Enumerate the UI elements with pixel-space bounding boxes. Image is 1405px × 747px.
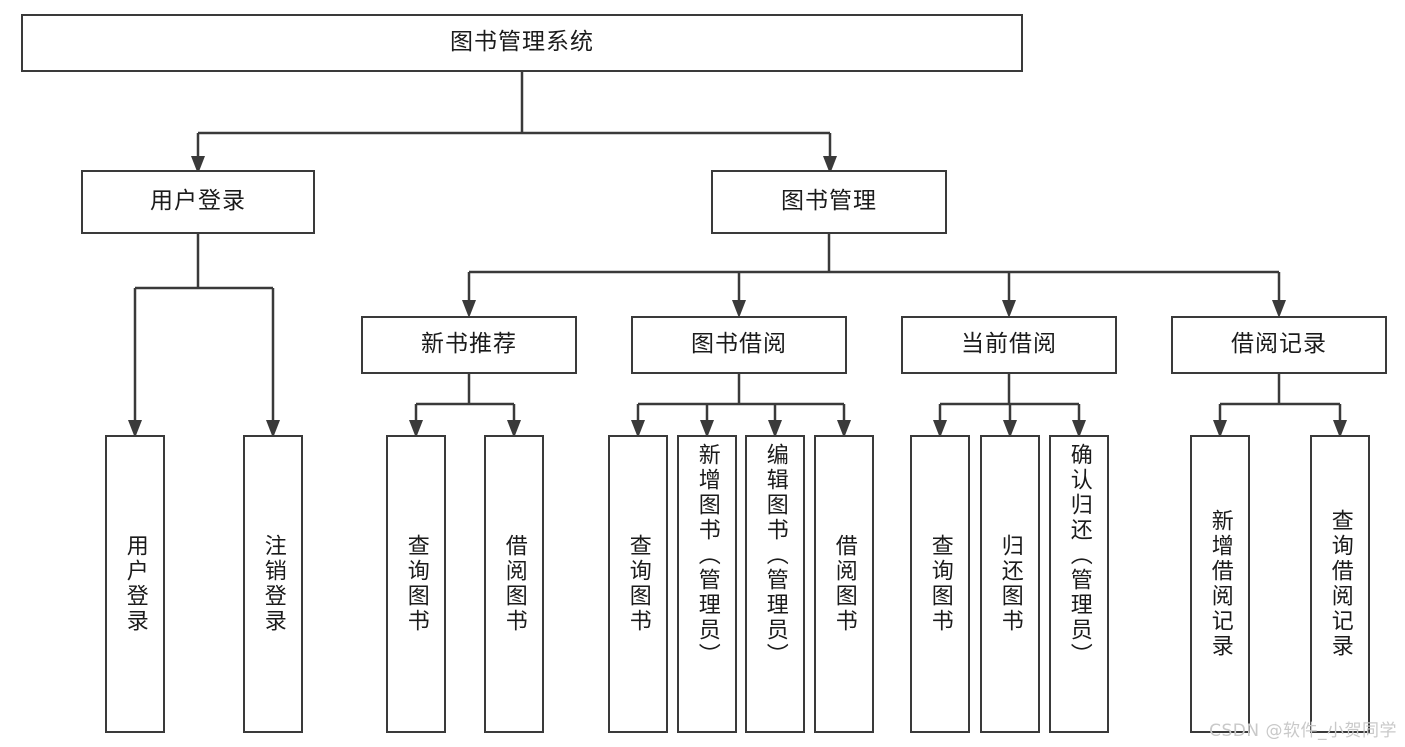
node-label: 用户登录 [150, 188, 246, 215]
node-label: 查询图书 [625, 534, 651, 634]
node-label: 借阅记录 [1231, 331, 1327, 358]
node-leaf-borrow-book-1[interactable]: 借阅图书 [484, 435, 544, 733]
node-label: 新增借阅记录 [1207, 509, 1233, 659]
node-leaf-logout-login[interactable]: 注销登录 [243, 435, 303, 733]
node-label: 查询图书 [927, 534, 953, 634]
node-label: 图书管理系统 [450, 29, 594, 56]
node-label: 查询借阅记录 [1327, 509, 1353, 659]
node-label: 编辑图书（管理员） [762, 443, 788, 668]
node-label: 图书借阅 [691, 331, 787, 358]
node-leaf-query-book-3[interactable]: 查询图书 [910, 435, 970, 733]
node-label: 当前借阅 [961, 331, 1057, 358]
node-leaf-edit-book-admin[interactable]: 编辑图书（管理员） [745, 435, 805, 733]
node-leaf-user-login[interactable]: 用户登录 [105, 435, 165, 733]
node-label: 新增图书（管理员） [694, 443, 720, 668]
watermark-text: CSDN @软件_小贺同学 [1209, 721, 1397, 741]
node-leaf-return-book[interactable]: 归还图书 [980, 435, 1040, 733]
node-label: 查询图书 [403, 534, 429, 634]
node-leaf-query-borrow-record[interactable]: 查询借阅记录 [1310, 435, 1370, 733]
node-book-management[interactable]: 图书管理 [711, 170, 947, 234]
node-label: 图书管理 [781, 188, 877, 215]
node-label: 确认归还（管理员） [1066, 443, 1092, 668]
node-new-book-recommend[interactable]: 新书推荐 [361, 316, 577, 374]
node-label: 用户登录 [122, 534, 148, 634]
node-user-login[interactable]: 用户登录 [81, 170, 315, 234]
node-label: 新书推荐 [421, 331, 517, 358]
node-leaf-confirm-return-admin[interactable]: 确认归还（管理员） [1049, 435, 1109, 733]
node-label: 注销登录 [260, 534, 286, 634]
node-leaf-query-book-1[interactable]: 查询图书 [386, 435, 446, 733]
node-label: 借阅图书 [501, 534, 527, 634]
node-book-borrow[interactable]: 图书借阅 [631, 316, 847, 374]
node-leaf-add-book-admin[interactable]: 新增图书（管理员） [677, 435, 737, 733]
node-label: 借阅图书 [831, 534, 857, 634]
node-root-system[interactable]: 图书管理系统 [21, 14, 1023, 72]
node-label: 归还图书 [997, 534, 1023, 634]
node-leaf-query-book-2[interactable]: 查询图书 [608, 435, 668, 733]
node-leaf-add-borrow-record[interactable]: 新增借阅记录 [1190, 435, 1250, 733]
node-leaf-borrow-book-2[interactable]: 借阅图书 [814, 435, 874, 733]
node-current-borrow[interactable]: 当前借阅 [901, 316, 1117, 374]
node-borrow-record[interactable]: 借阅记录 [1171, 316, 1387, 374]
